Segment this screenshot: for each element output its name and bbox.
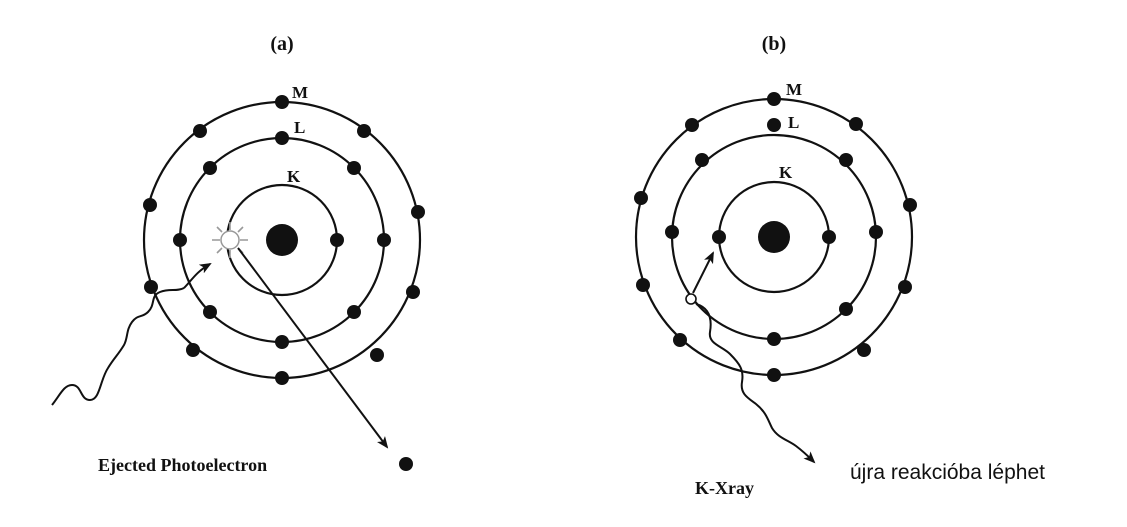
panel-b-l-label: L xyxy=(788,113,799,132)
panel-a-caption: Ejected Photoelectron xyxy=(98,455,267,475)
electron xyxy=(898,280,912,294)
electron xyxy=(636,278,650,292)
electron xyxy=(869,225,883,239)
electron xyxy=(767,118,781,132)
electron xyxy=(849,117,863,131)
electron xyxy=(685,118,699,132)
panel-b-transition-arrow xyxy=(692,251,714,294)
panel-b-caption: K-Xray xyxy=(695,478,754,498)
electron xyxy=(186,343,200,357)
electron xyxy=(193,124,207,138)
panel-a-m-label: M xyxy=(292,83,308,102)
panel-a-k-label: K xyxy=(287,167,301,186)
electron xyxy=(275,95,289,109)
panel-b-vacancy xyxy=(685,293,697,305)
electron xyxy=(275,335,289,349)
electron xyxy=(695,153,709,167)
panel-a-ejection-arrow xyxy=(237,247,389,449)
electron xyxy=(275,371,289,385)
panel-a-label: (a) xyxy=(270,33,293,55)
panel-a: (a) M L K xyxy=(51,33,425,475)
annotation-note: újra reakcióba léphet xyxy=(850,461,1045,484)
electron xyxy=(665,225,679,239)
electron xyxy=(330,233,344,247)
panel-a-l-label: L xyxy=(294,118,305,137)
electron xyxy=(767,332,781,346)
electron xyxy=(203,305,217,319)
panel-a-incident-photon-wave xyxy=(51,287,185,406)
electron xyxy=(712,230,726,244)
panel-b-xray-wave xyxy=(695,303,816,464)
panel-b-label: (b) xyxy=(762,33,786,55)
electron xyxy=(673,333,687,347)
panel-b-nucleus xyxy=(758,221,790,253)
electron xyxy=(377,233,391,247)
panel-b-m-label: M xyxy=(786,80,802,99)
electron xyxy=(634,191,648,205)
electron xyxy=(347,161,361,175)
electron xyxy=(903,198,917,212)
electron xyxy=(275,131,289,145)
electron xyxy=(144,280,158,294)
electron xyxy=(839,302,853,316)
electron xyxy=(411,205,425,219)
panel-a-photon-arrow xyxy=(183,263,212,289)
electron xyxy=(767,92,781,106)
electron xyxy=(347,305,361,319)
electron xyxy=(857,343,871,357)
electron xyxy=(839,153,853,167)
electron xyxy=(822,230,836,244)
electron xyxy=(370,348,384,362)
photoelectron xyxy=(399,457,413,471)
electron xyxy=(203,161,217,175)
electron xyxy=(173,233,187,247)
panel-b: (b) M L K xyxy=(634,33,917,498)
panel-b-k-label: K xyxy=(779,163,793,182)
panel-a-nucleus xyxy=(266,224,298,256)
panel-a-electrons xyxy=(143,95,425,385)
electron xyxy=(406,285,420,299)
electron xyxy=(357,124,371,138)
panel-b-electrons xyxy=(634,92,917,382)
electron xyxy=(767,368,781,382)
electron xyxy=(143,198,157,212)
